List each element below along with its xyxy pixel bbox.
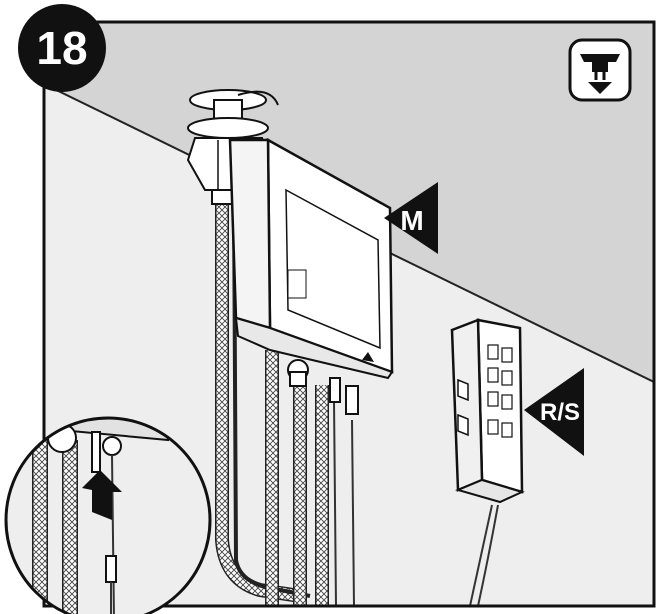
scene-frame — [44, 22, 654, 606]
hose-bundle — [215, 199, 499, 606]
illustration-border — [42, 20, 656, 608]
detail-zoom-circle — [4, 416, 212, 614]
insert-arrow-icon — [82, 470, 122, 520]
remote-label: R/S — [540, 399, 580, 426]
main-unit-callout: M — [384, 182, 438, 254]
main-unit-label: M — [400, 205, 423, 236]
main-control-unit — [228, 137, 394, 415]
step-number: 18 — [36, 22, 87, 74]
step-number-badge: 18 — [18, 4, 106, 92]
under-cabinet-mount-icon — [568, 38, 632, 102]
remote-sensor-unit — [450, 318, 525, 504]
remote-callout: R/S — [524, 368, 584, 456]
